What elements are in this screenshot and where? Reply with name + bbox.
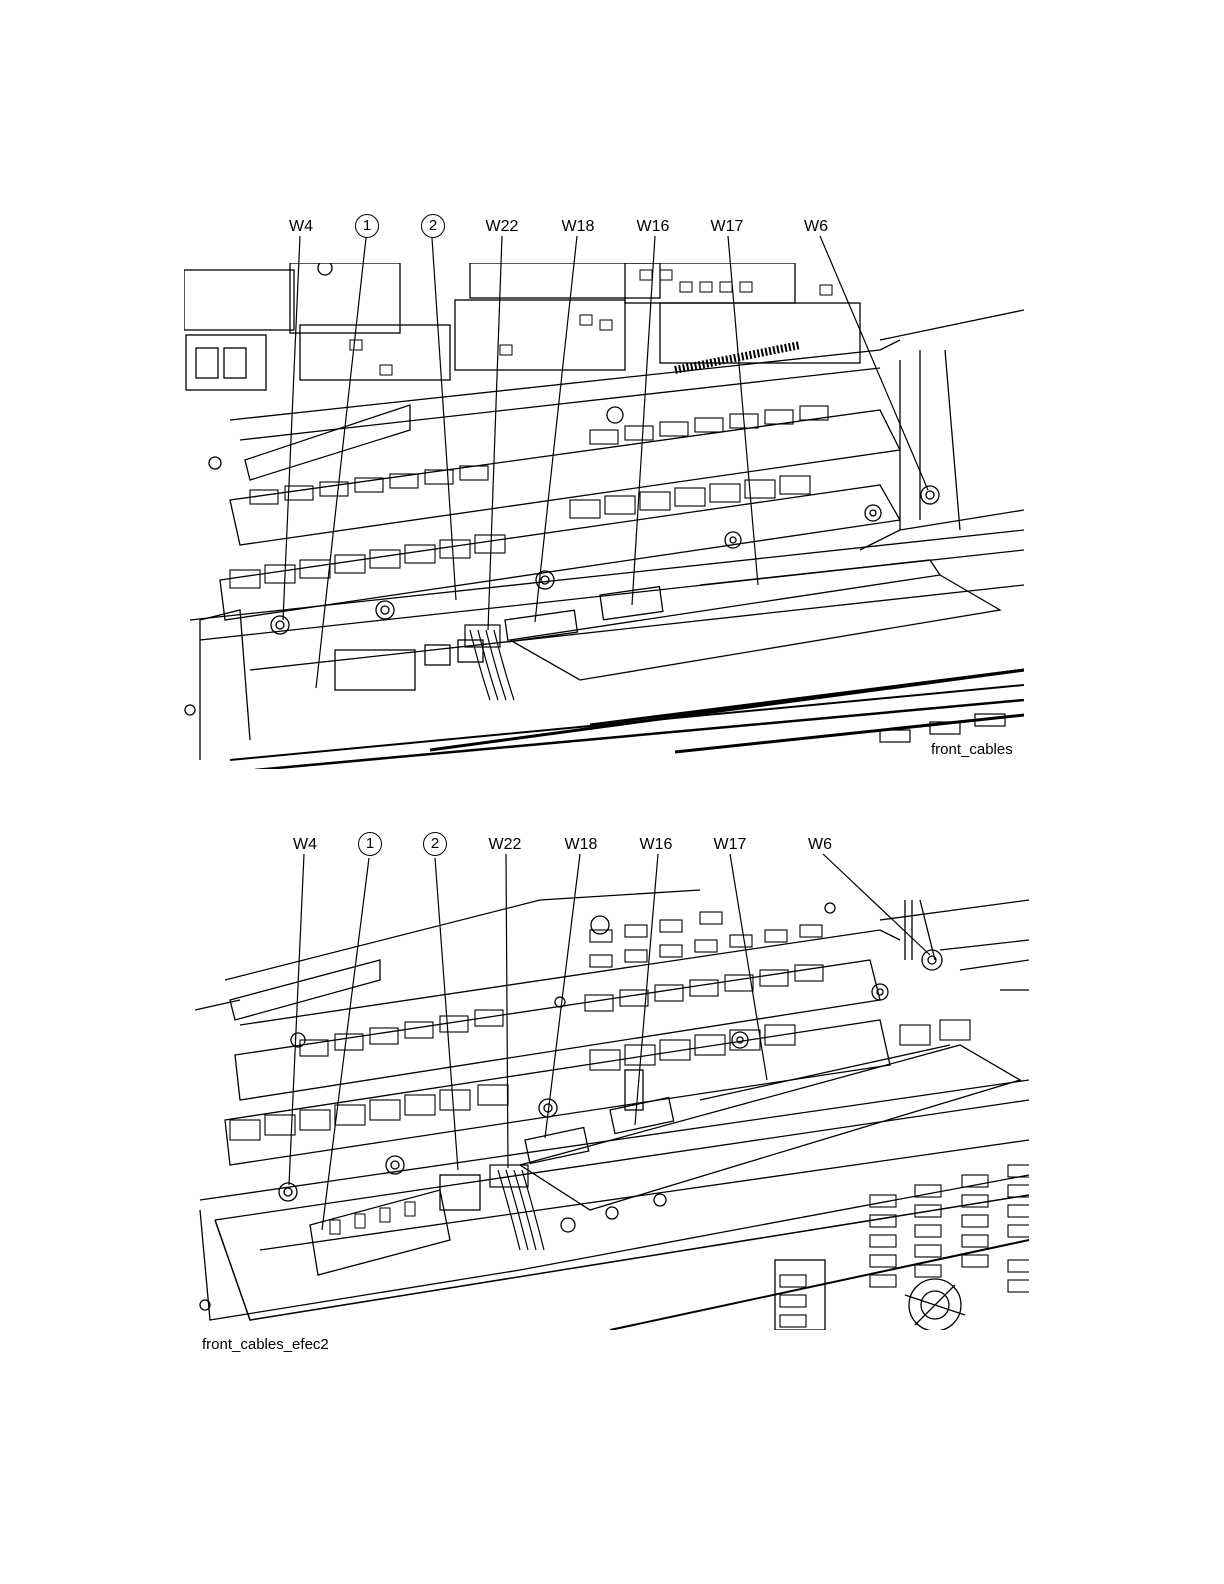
callout-w6: W6 [808, 836, 832, 854]
rotary-knob [905, 1279, 965, 1331]
callout-w6: W6 [804, 218, 828, 236]
callout-item-2: 2 [423, 832, 447, 856]
chassis-drawing-bottom [0, 820, 1224, 1360]
rear-module-left [184, 270, 294, 330]
callout-w4: W4 [289, 218, 313, 236]
callout-w18: W18 [565, 836, 598, 854]
connector-row-upper [250, 406, 828, 504]
figure-front-cables: W4 1 2 W22 W18 W16 W17 W6 front_cables [0, 200, 1224, 780]
figure-caption-bottom: front_cables_efec2 [202, 1336, 329, 1354]
board-lower [220, 485, 900, 620]
callout-item-1: 1 [355, 214, 379, 238]
rear-module-center [455, 300, 625, 370]
rear-module-right [660, 303, 860, 363]
callout-item-1: 1 [358, 832, 382, 856]
callout-w18: W18 [562, 218, 595, 236]
cable-channel [250, 585, 1024, 670]
callout-w17: W17 [714, 836, 747, 854]
callout-w22: W22 [486, 218, 519, 236]
figure-front-cables-efec2: W4 1 2 W22 W18 W16 W17 W6 front_cables_e… [0, 820, 1224, 1360]
callout-w17: W17 [711, 218, 744, 236]
callout-w22: W22 [489, 836, 522, 854]
callout-w16: W16 [637, 218, 670, 236]
callout-item-2: 2 [421, 214, 445, 238]
fasteners [185, 261, 939, 715]
callout-w4: W4 [293, 836, 317, 854]
callout-w16: W16 [640, 836, 673, 854]
connector-row-lower [230, 476, 810, 588]
figure-caption-top: front_cables [931, 741, 1013, 759]
chassis-drawing-top [0, 200, 1224, 780]
front-panel-keys [780, 1165, 1034, 1327]
connector-row-upper [300, 912, 823, 1056]
ribbon-cable-w17 [510, 575, 1000, 680]
board-upper [235, 960, 880, 1100]
